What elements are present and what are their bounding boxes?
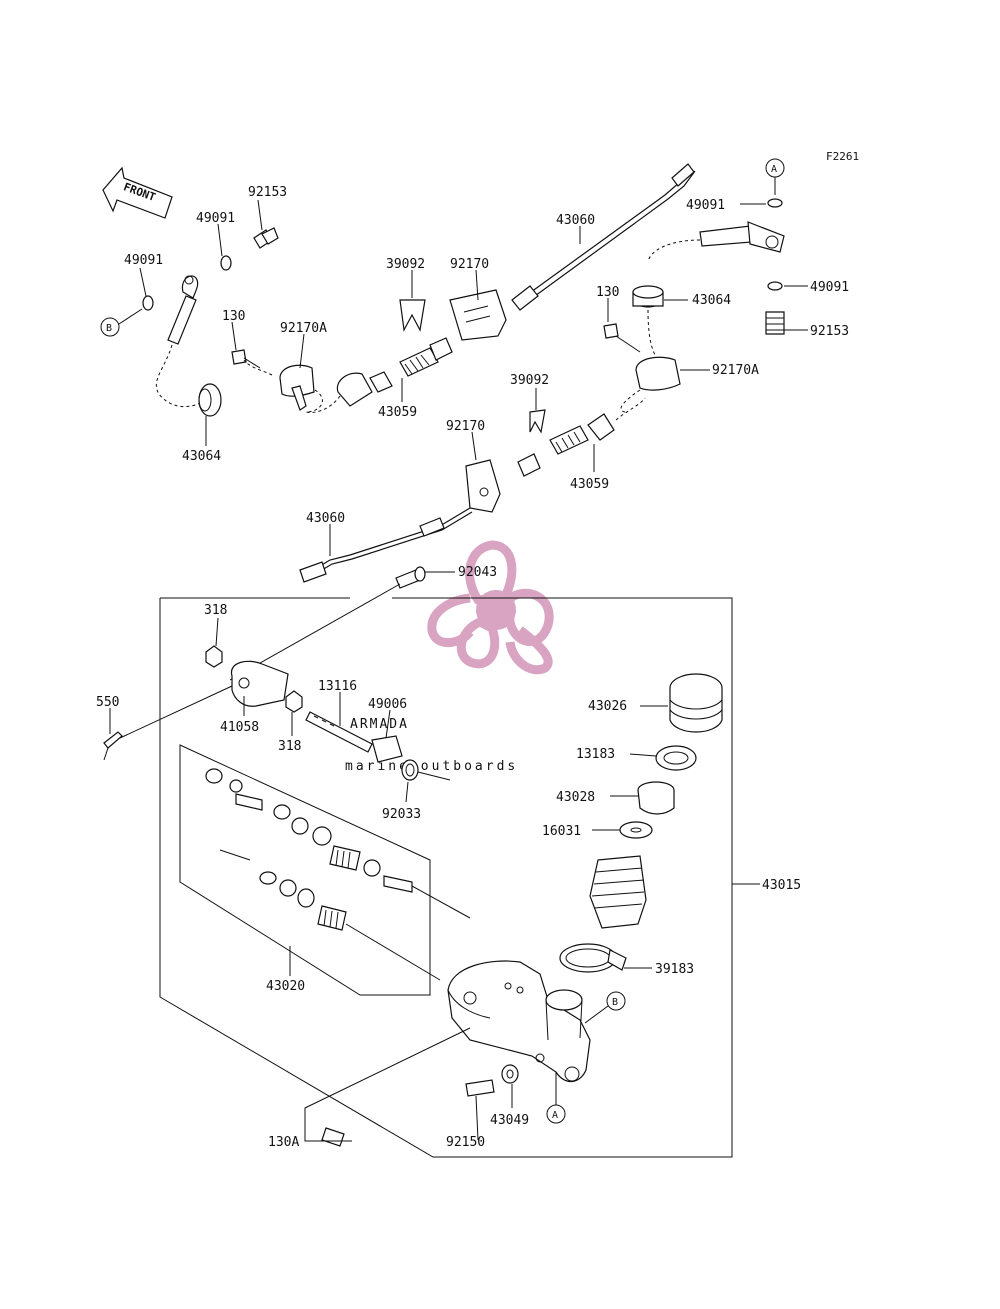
svg-text:B: B	[612, 997, 618, 1008]
callout-49006: 49006	[368, 697, 407, 712]
callout-49091-right-upper: 49091	[686, 198, 725, 213]
callout-43026: 43026	[588, 699, 627, 714]
callout-43060-bottom: 43060	[306, 511, 345, 526]
callout-43059-right: 43059	[570, 477, 609, 492]
callout-43028: 43028	[556, 790, 595, 805]
svg-text:A: A	[552, 1110, 558, 1121]
callout-92170-right: 92170	[446, 419, 485, 434]
ref-marker-b-body: B	[584, 991, 626, 1024]
ref-marker-b-left: B	[100, 308, 143, 337]
callout-43020: 43020	[266, 979, 305, 994]
callout-92153-left: 92153	[248, 185, 287, 200]
callout-318-lower: 318	[278, 739, 301, 754]
callouts: 92153 49091 49091 130 92170A 43064 39092…	[96, 185, 849, 1150]
callout-49091-left-lower: 49091	[124, 253, 163, 268]
armada-watermark: ARMADA marine outboards	[345, 540, 554, 774]
callout-43064-right: 43064	[692, 293, 731, 308]
callout-39092-left: 39092	[386, 257, 425, 272]
right-hose-assembly	[603, 198, 785, 413]
callout-43059-left: 43059	[378, 405, 417, 420]
callout-130-left: 130	[222, 309, 245, 324]
reservoir-parts	[559, 673, 723, 973]
callout-92043: 92043	[458, 565, 497, 580]
callout-16031: 16031	[542, 824, 581, 839]
figure-code: F2261	[826, 150, 859, 163]
svg-text:B: B	[106, 323, 112, 334]
upper-cable-assembly	[305, 163, 696, 413]
callout-92033: 92033	[382, 807, 421, 822]
callout-39092-right: 39092	[510, 373, 549, 388]
master-cylinder-frame	[159, 597, 733, 1158]
callout-92150: 92150	[446, 1135, 485, 1150]
propeller-logo	[427, 540, 554, 675]
ref-marker-a-body: A	[546, 1070, 566, 1124]
lower-cable-assembly	[299, 397, 646, 583]
callout-41058: 41058	[220, 720, 259, 735]
callout-92170-left: 92170	[450, 257, 489, 272]
callout-43064-left: 43064	[182, 449, 221, 464]
callout-39183: 39183	[655, 962, 694, 977]
callout-43060-top: 43060	[556, 213, 595, 228]
callout-49091-right-lower: 49091	[810, 280, 849, 295]
callout-49091-left-upper: 49091	[196, 211, 235, 226]
linkage-parts	[103, 566, 451, 781]
callout-130-right: 130	[596, 285, 619, 300]
callout-43049: 43049	[490, 1113, 529, 1128]
callout-318-upper: 318	[204, 603, 227, 618]
callout-92170a-right: 92170A	[712, 363, 759, 378]
master-cylinder-body	[304, 960, 591, 1147]
callout-13116: 13116	[318, 679, 357, 694]
callout-550: 550	[96, 695, 119, 710]
callout-92170a-left: 92170A	[280, 321, 327, 336]
callout-92153-right: 92153	[810, 324, 849, 339]
ref-marker-a-top: A	[765, 158, 785, 195]
front-direction-arrow: FRONT	[102, 166, 173, 219]
callout-13183: 13183	[576, 747, 615, 762]
svg-text:A: A	[771, 164, 777, 175]
callout-43015: 43015	[762, 878, 801, 893]
callout-130a: 130A	[268, 1135, 299, 1150]
watermark-brand: ARMADA	[350, 717, 409, 732]
watermark-tagline: marine outboards	[345, 759, 518, 774]
left-hose-assembly	[142, 227, 323, 417]
inner-kit-parts	[205, 768, 471, 981]
